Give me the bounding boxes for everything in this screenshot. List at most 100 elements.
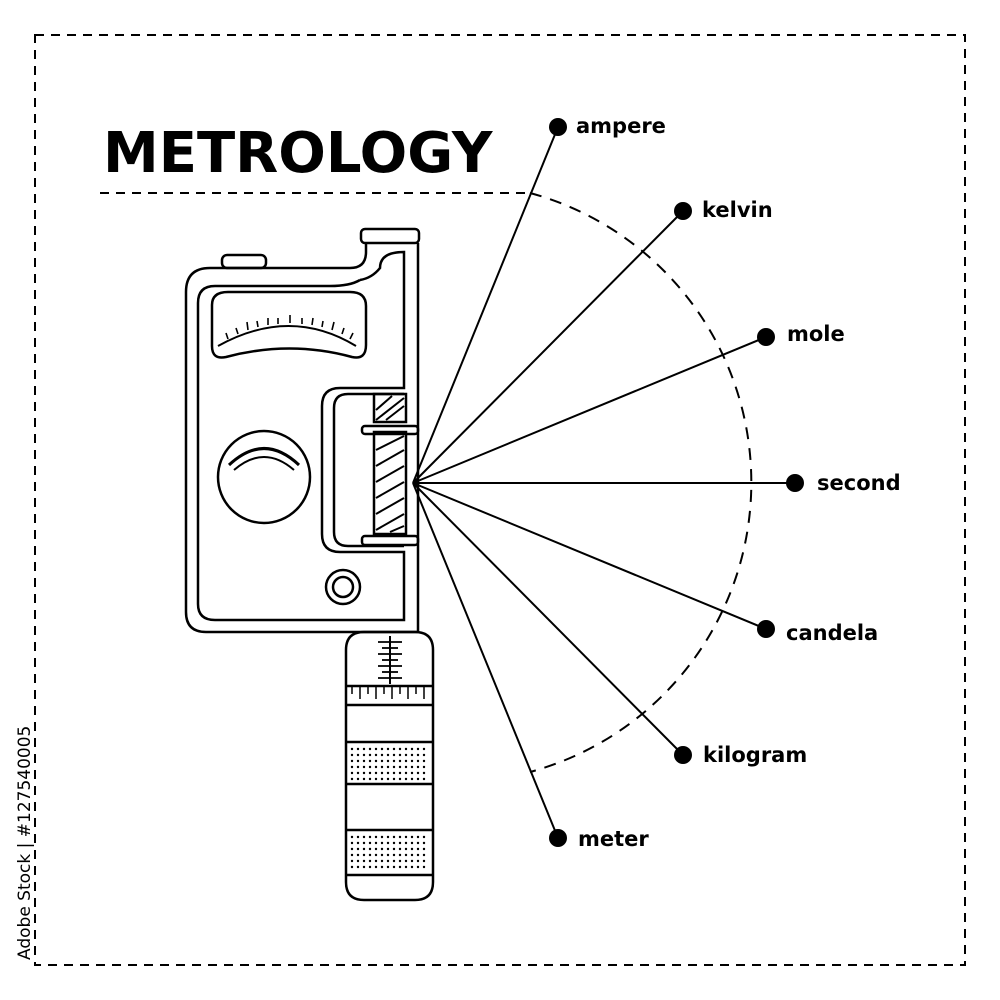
unit-label-ampere: ampere xyxy=(576,114,666,138)
knurl-dot xyxy=(398,835,402,839)
body-hole-outer xyxy=(324,568,362,606)
ray-ampere xyxy=(412,126,559,484)
knurl-dot xyxy=(350,841,354,845)
knurl-dot xyxy=(392,777,396,781)
knurl-dot xyxy=(362,765,366,769)
knurl-dot xyxy=(374,747,378,751)
knurl-dot xyxy=(380,747,384,751)
knurl-dot xyxy=(380,771,384,775)
knurl-dot xyxy=(368,771,372,775)
anvil-hatching xyxy=(375,395,405,533)
knurl-dot xyxy=(374,865,378,869)
ray-kelvin xyxy=(412,210,684,484)
knurl-dot xyxy=(362,841,366,845)
dot-kelvin xyxy=(674,202,692,220)
knurl-dot xyxy=(404,753,408,757)
knurl-dot xyxy=(380,847,384,851)
knurl-dot xyxy=(386,853,390,857)
knurl-dot xyxy=(392,841,396,845)
knurl-dot xyxy=(416,865,420,869)
knurl-dot xyxy=(422,859,426,863)
knurl-dot xyxy=(374,777,378,781)
cutout-rim xyxy=(332,392,404,548)
knurl-dot xyxy=(356,847,360,851)
knurl-dot xyxy=(422,777,426,781)
knurl-dot xyxy=(350,771,354,775)
knurl-dot xyxy=(368,841,372,845)
knurl-dot xyxy=(380,759,384,763)
knurl-dot xyxy=(356,765,360,769)
knurl-dot xyxy=(380,777,384,781)
dot-kilogram xyxy=(674,746,692,764)
knurl-dot xyxy=(368,865,372,869)
knurl-dot xyxy=(362,865,366,869)
knurl-dot xyxy=(350,847,354,851)
knurl-dot xyxy=(416,747,420,751)
knurl-dot xyxy=(422,847,426,851)
knurl-dot xyxy=(380,865,384,869)
knurl-dot xyxy=(350,753,354,757)
knurl-dot xyxy=(398,841,402,845)
micrometer-icon xyxy=(184,227,435,902)
knurl-dot xyxy=(392,847,396,851)
knurl-dot xyxy=(386,771,390,775)
knurl-dot xyxy=(386,759,390,763)
knurl-dot xyxy=(392,759,396,763)
knurl-dot xyxy=(368,765,372,769)
knurl-dot xyxy=(362,747,366,751)
knurl-dot xyxy=(374,859,378,863)
knurl-dot xyxy=(416,777,420,781)
knurl-dot xyxy=(368,853,372,857)
knurl-dot xyxy=(416,847,420,851)
knurl-dot xyxy=(404,841,408,845)
body-outline xyxy=(184,243,420,634)
knurl-dot xyxy=(398,753,402,757)
knurl-dot xyxy=(380,859,384,863)
gauge-window xyxy=(210,290,368,359)
unit-labels: ampere kelvin mole second candela kilogr… xyxy=(576,114,901,851)
knurl-dot xyxy=(374,759,378,763)
knurl-dot xyxy=(398,771,402,775)
dial-circle xyxy=(216,429,312,525)
knurl-dot xyxy=(392,859,396,863)
dot-candela xyxy=(757,620,775,638)
knurl-dot xyxy=(350,859,354,863)
knurl-dot xyxy=(386,765,390,769)
body-inner-outline xyxy=(196,250,406,622)
anvil-spindle xyxy=(372,430,408,536)
knurl-dot xyxy=(386,841,390,845)
knurl-dot xyxy=(392,835,396,839)
knurl-dot xyxy=(404,777,408,781)
knurl-dot xyxy=(398,759,402,763)
stock-id: Adobe Stock | #127540005 xyxy=(15,726,35,960)
knurl-dot xyxy=(380,765,384,769)
knurl-dot xyxy=(422,865,426,869)
knurl-dot xyxy=(416,853,420,857)
thimble-body xyxy=(344,630,435,902)
knurl-dot xyxy=(368,753,372,757)
unit-label-second: second xyxy=(817,471,901,495)
knurl-dot xyxy=(422,765,426,769)
knurl-dot xyxy=(416,841,420,845)
knurl-dot xyxy=(410,777,414,781)
knurl-dot xyxy=(398,747,402,751)
knurl-dot xyxy=(422,853,426,857)
knurled-grip xyxy=(350,747,426,869)
anvil-top xyxy=(372,392,408,424)
knurl-dot xyxy=(404,747,408,751)
dashed-frame xyxy=(34,34,966,966)
knurl-dot xyxy=(350,759,354,763)
knurl-dot xyxy=(356,865,360,869)
knurl-dot xyxy=(362,777,366,781)
knurl-dot xyxy=(356,759,360,763)
knurl-dot xyxy=(362,753,366,757)
barrel-scale xyxy=(378,641,402,679)
knurl-dot xyxy=(350,853,354,857)
knurl-dot xyxy=(422,759,426,763)
knurl-dot xyxy=(368,759,372,763)
knurl-dot xyxy=(416,765,420,769)
knurl-dot xyxy=(368,835,372,839)
knurl-dot xyxy=(410,853,414,857)
knurl-dot xyxy=(356,753,360,757)
knurl-dot xyxy=(356,777,360,781)
